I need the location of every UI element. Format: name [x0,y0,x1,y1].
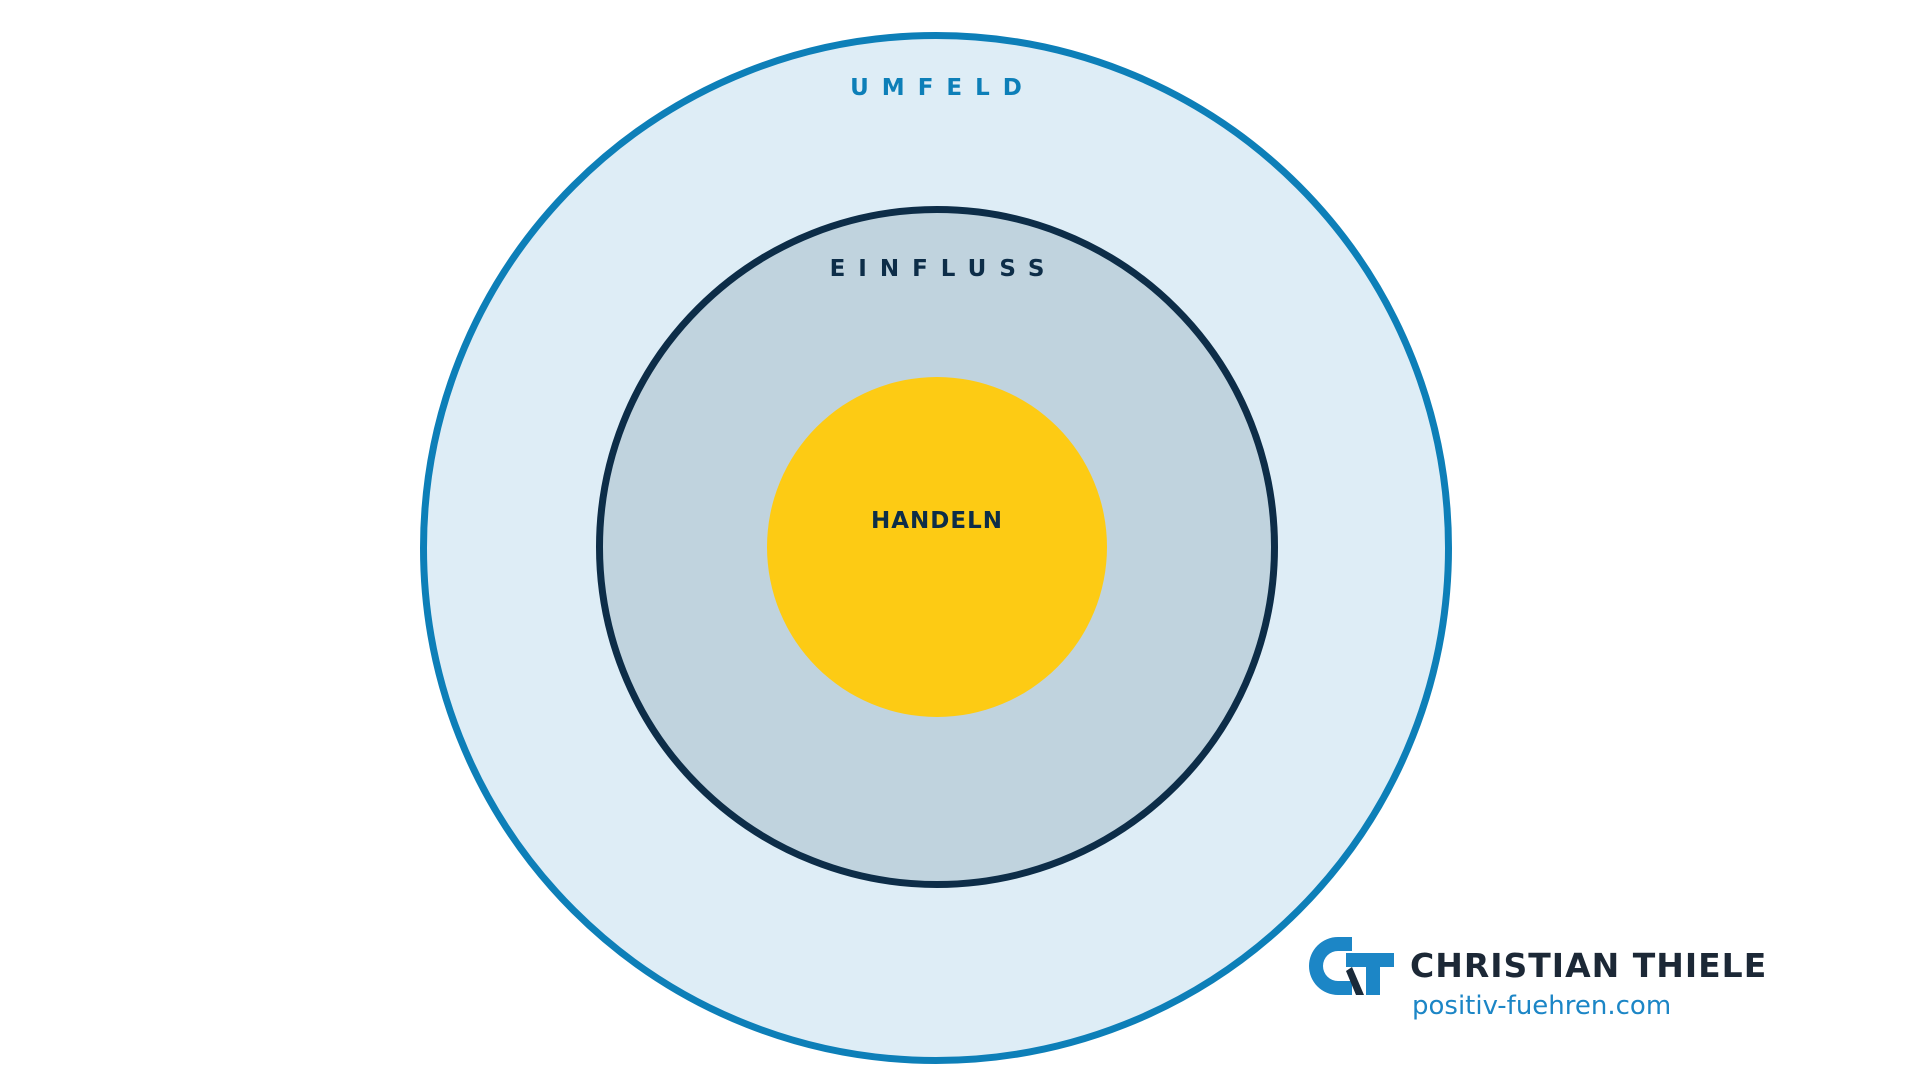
brand-name: CHRISTIAN THIELE [1410,946,1768,985]
einfluss-label: EINFLUSS [829,256,1058,282]
handeln-circle [767,377,1107,717]
brand-url: positiv-fuehren.com [1412,991,1672,1021]
handeln-label: HANDELN [870,508,1004,534]
ct-logo-icon [1309,937,1394,995]
brand-block: CHRISTIAN THIELE positiv-fuehren.com [1306,930,1826,1030]
umfeld-label: UMFELD [850,75,1035,101]
